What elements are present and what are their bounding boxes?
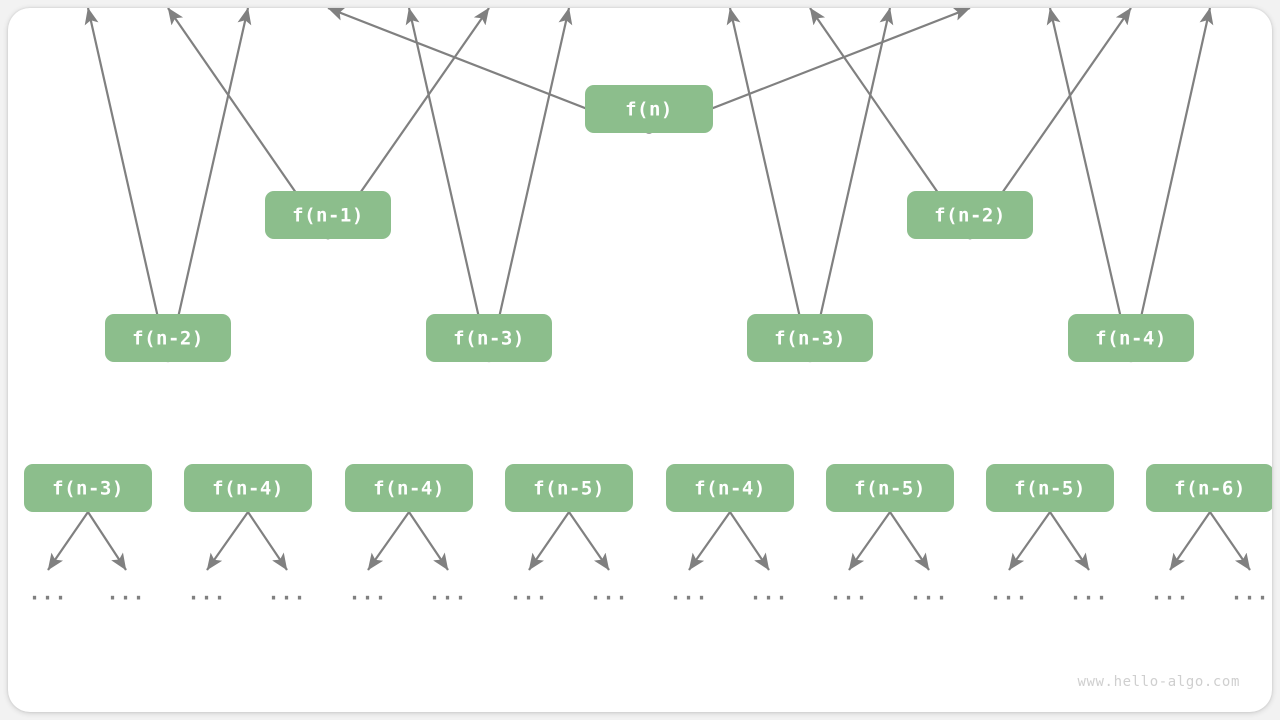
tree-edge-to-ellipsis [408, 511, 449, 571]
tree-node-box[interactable] [585, 85, 713, 133]
tree-node[interactable]: f(n-3) [426, 314, 552, 362]
tree-edge-to-ellipsis [1209, 511, 1251, 571]
tree-node-label: f(n-5) [854, 478, 926, 500]
tree-node-box[interactable] [826, 464, 954, 512]
ellipsis-marker: ... [989, 581, 1028, 605]
ellipsis-marker: ... [28, 581, 67, 605]
tree-node[interactable]: f(n-4) [666, 464, 794, 512]
tree-edge-to-ellipsis [568, 511, 610, 571]
tree-node-label: f(n-2) [934, 205, 1006, 227]
tree-edge [1129, 8, 1214, 363]
ellipsis-marker: ... [669, 581, 708, 605]
tree-node-box[interactable] [666, 464, 794, 512]
tree-edge [1046, 8, 1133, 363]
tree-node-label: f(n-2) [132, 328, 204, 350]
ellipsis-marker: ... [509, 581, 548, 605]
diagram-panel: f(n) f(n-1) f(n-2) f(n-2) f(n-3) f(n-3) f(n-4)… [8, 8, 1272, 712]
ellipsis-layer: ........................................… [28, 581, 1269, 605]
tree-node-label: f(n-5) [1014, 478, 1086, 500]
tree-node[interactable]: f(n-6) [1146, 464, 1272, 512]
tree-node-label: f(n-3) [52, 478, 124, 500]
ellipsis-marker: ... [1230, 581, 1269, 605]
tree-node-label: f(n-4) [1095, 328, 1167, 350]
tree-edge [405, 8, 491, 363]
tree-edge [726, 8, 812, 363]
tree-node-box[interactable] [986, 464, 1114, 512]
tree-node[interactable]: f(n-3) [24, 464, 152, 512]
tree-node-box[interactable] [1068, 314, 1194, 362]
tree-edge-to-ellipsis [47, 511, 89, 571]
tree-edge-to-ellipsis [367, 511, 410, 571]
tree-edge-to-ellipsis [87, 511, 127, 571]
ellipsis-marker: ... [187, 581, 226, 605]
tree-node-label: f(n-3) [453, 328, 525, 350]
ellipsis-marker: ... [106, 581, 145, 605]
tree-node[interactable]: f(n-4) [1068, 314, 1194, 362]
tree-edge-to-ellipsis [1008, 511, 1051, 571]
tree-node[interactable]: f(n-3) [747, 314, 873, 362]
tree-node-box[interactable] [24, 464, 152, 512]
tree-node-box[interactable] [184, 464, 312, 512]
tree-edge [808, 8, 894, 363]
tree-edge [166, 8, 252, 363]
tree-node-label: f(n-1) [292, 205, 364, 227]
recursion-tree-svg: f(n) f(n-1) f(n-2) f(n-2) f(n-3) f(n-3) f(n-4)… [24, 8, 1272, 605]
tree-node-label: f(n-5) [533, 478, 605, 500]
tree-node[interactable]: f(n-4) [184, 464, 312, 512]
ellipsis-marker: ... [749, 581, 788, 605]
tree-edge-to-ellipsis [1169, 511, 1211, 571]
watermark: www.hello-algo.com [1077, 674, 1240, 690]
tree-edge-to-ellipsis [688, 511, 731, 571]
tree-node-label: f(n-4) [694, 478, 766, 500]
tree-node-box[interactable] [345, 464, 473, 512]
tree-node[interactable]: f(n-1) [265, 191, 391, 239]
tree-node-box[interactable] [265, 191, 391, 239]
tree-edge [84, 8, 170, 363]
tree-node-label: f(n-3) [774, 328, 846, 350]
nodes-layer: f(n) f(n-1) f(n-2) f(n-2) f(n-3) f(n-3) f(n-4)… [24, 85, 1272, 512]
ellipsis-marker: ... [909, 581, 948, 605]
tree-node[interactable]: f(n-5) [826, 464, 954, 512]
ellipsis-marker: ... [267, 581, 306, 605]
tree-edge-to-ellipsis [889, 511, 930, 571]
ellipsis-marker: ... [428, 581, 467, 605]
tree-edge-to-ellipsis [1049, 511, 1090, 571]
ellipsis-marker: ... [1150, 581, 1189, 605]
tree-edge-to-ellipsis [848, 511, 891, 571]
tree-edge-to-ellipsis [528, 511, 570, 571]
tree-node-box[interactable] [505, 464, 633, 512]
tree-node-box[interactable] [907, 191, 1033, 239]
tree-node-label: f(n-6) [1174, 478, 1246, 500]
tree-node-box[interactable] [747, 314, 873, 362]
ellipsis-marker: ... [348, 581, 387, 605]
tree-node-label: f(n) [625, 99, 673, 121]
tree-node-label: f(n-4) [212, 478, 284, 500]
tree-node[interactable]: f(n-2) [907, 191, 1033, 239]
tree-edge [487, 8, 573, 363]
tree-node-box[interactable] [105, 314, 231, 362]
tree-node-label: f(n-4) [373, 478, 445, 500]
ellipsis-marker: ... [1069, 581, 1108, 605]
tree-node[interactable]: f(n-2) [105, 314, 231, 362]
ellipsis-marker: ... [829, 581, 868, 605]
ellipsis-marker: ... [589, 581, 628, 605]
tree-node[interactable]: f(n-5) [986, 464, 1114, 512]
tree-edge-to-ellipsis [247, 511, 288, 571]
tree-node[interactable]: f(n-4) [345, 464, 473, 512]
tree-node[interactable]: f(n-5) [505, 464, 633, 512]
tree-edge-to-ellipsis [729, 511, 770, 571]
tree-edge-to-ellipsis [206, 511, 249, 571]
tree-node-box[interactable] [1146, 464, 1272, 512]
tree-node[interactable]: f(n) [585, 85, 713, 133]
tree-node-box[interactable] [426, 314, 552, 362]
